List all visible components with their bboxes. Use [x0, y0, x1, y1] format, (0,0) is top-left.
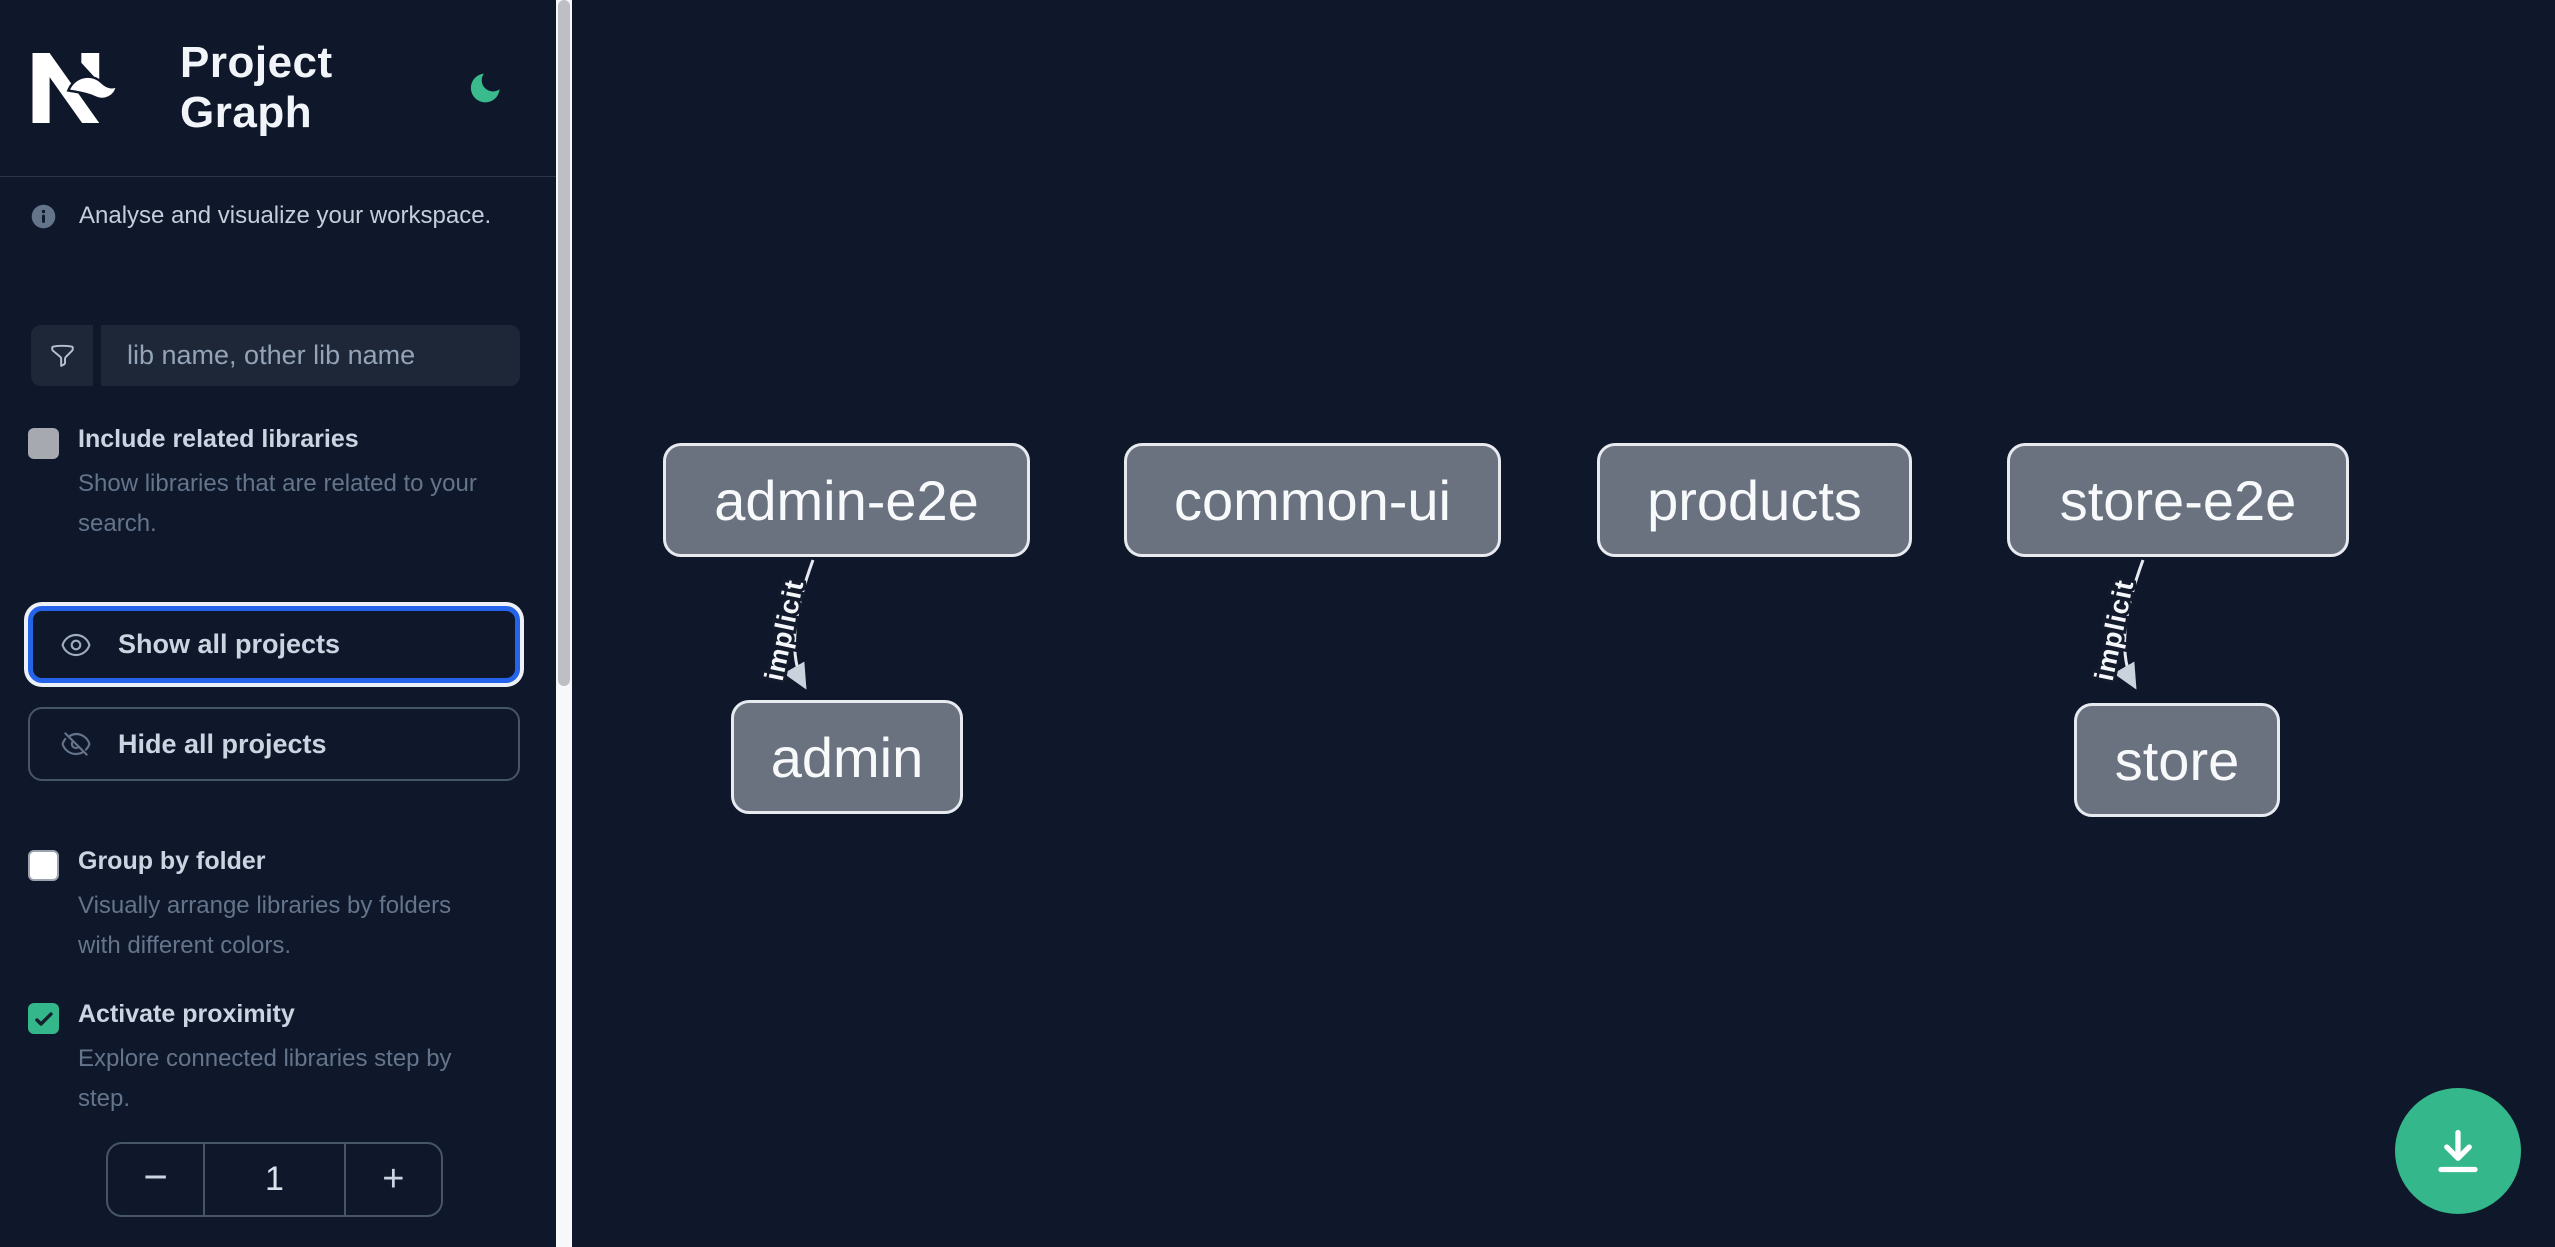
- download-image-button[interactable]: [2395, 1088, 2521, 1214]
- edge-store-e2e-to-store: [2113, 559, 2145, 690]
- edge-label-implicit: implicit: [2089, 577, 2140, 684]
- edge-admin-e2e-to-admin: [783, 559, 815, 690]
- graph-node-store[interactable]: store: [2074, 703, 2280, 817]
- edge-label-implicit: implicit: [759, 577, 810, 684]
- search-input[interactable]: [101, 325, 520, 386]
- info-icon: [31, 204, 56, 229]
- option-activate-proximity: Activate proximity Explore connected lib…: [28, 1000, 520, 1119]
- graph-node-store-e2e[interactable]: store-e2e: [2007, 443, 2349, 557]
- sidebar-header: Project Graph: [0, 0, 556, 177]
- option-text: Group by folder Visually arrange librari…: [78, 847, 486, 966]
- include-related-checkbox[interactable]: [28, 428, 59, 459]
- activate-proximity-description: Explore connected libraries step by step…: [78, 1045, 452, 1112]
- depth-value-field[interactable]: 1: [203, 1144, 346, 1215]
- funnel-filter-icon: [50, 344, 74, 367]
- graph-node-products[interactable]: products: [1597, 443, 1912, 557]
- hide-all-projects-button[interactable]: Hide all projects: [28, 707, 520, 781]
- page-title: Project Graph: [180, 38, 333, 137]
- increment-button[interactable]: +: [382, 1158, 405, 1200]
- sidebar: Project Graph Analyse and visualize your…: [0, 0, 556, 1247]
- sidebar-scrollbar-track: [556, 0, 572, 1247]
- option-text: Activate proximity Explore connected lib…: [78, 1000, 486, 1119]
- checkmark-icon: [34, 1011, 53, 1026]
- graph-edges: implicit implicit: [756, 559, 2145, 690]
- decrement-button[interactable]: −: [143, 1152, 168, 1200]
- project-graph-canvas[interactable]: implicit implicit admin-e2e common-ui pr…: [572, 0, 2555, 1247]
- show-all-projects-label: Show all projects: [118, 629, 341, 659]
- group-by-folder-label: Group by folder: [78, 847, 266, 875]
- option-include-related: Include related libraries Show libraries…: [28, 425, 520, 544]
- hide-all-projects-label: Hide all projects: [118, 728, 327, 759]
- filter-icon-cell: [31, 325, 93, 386]
- eye-slash-icon: [61, 732, 91, 756]
- search-box: [31, 325, 520, 386]
- nx-logo-icon: [32, 53, 119, 123]
- option-text: Include related libraries Show libraries…: [78, 425, 486, 544]
- graph-node-common-ui[interactable]: common-ui: [1124, 443, 1501, 557]
- include-related-description: Show libraries that are related to your …: [78, 470, 477, 537]
- eye-icon: [61, 633, 91, 656]
- graph-node-admin[interactable]: admin: [731, 700, 963, 814]
- include-related-label: Include related libraries: [78, 425, 359, 453]
- activate-proximity-label: Activate proximity: [78, 1000, 295, 1028]
- activate-proximity-checkbox[interactable]: [28, 1003, 59, 1034]
- sidebar-scrollbar-thumb[interactable]: [558, 0, 570, 686]
- info-text: Analyse and visualize your workspace.: [79, 202, 492, 229]
- show-all-projects-button[interactable]: Show all projects: [28, 606, 520, 683]
- graph-node-admin-e2e[interactable]: admin-e2e: [663, 443, 1030, 557]
- option-group-by-folder: Group by folder Visually arrange librari…: [28, 847, 520, 966]
- download-icon: [2438, 1129, 2478, 1173]
- group-by-folder-checkbox[interactable]: [28, 850, 59, 881]
- workspace-info: Analyse and visualize your workspace.: [30, 202, 535, 230]
- proximity-depth-stepper: − 1 +: [106, 1142, 443, 1217]
- group-by-folder-description: Visually arrange libraries by folders wi…: [78, 892, 452, 959]
- dark-mode-moon-icon[interactable]: [466, 68, 504, 108]
